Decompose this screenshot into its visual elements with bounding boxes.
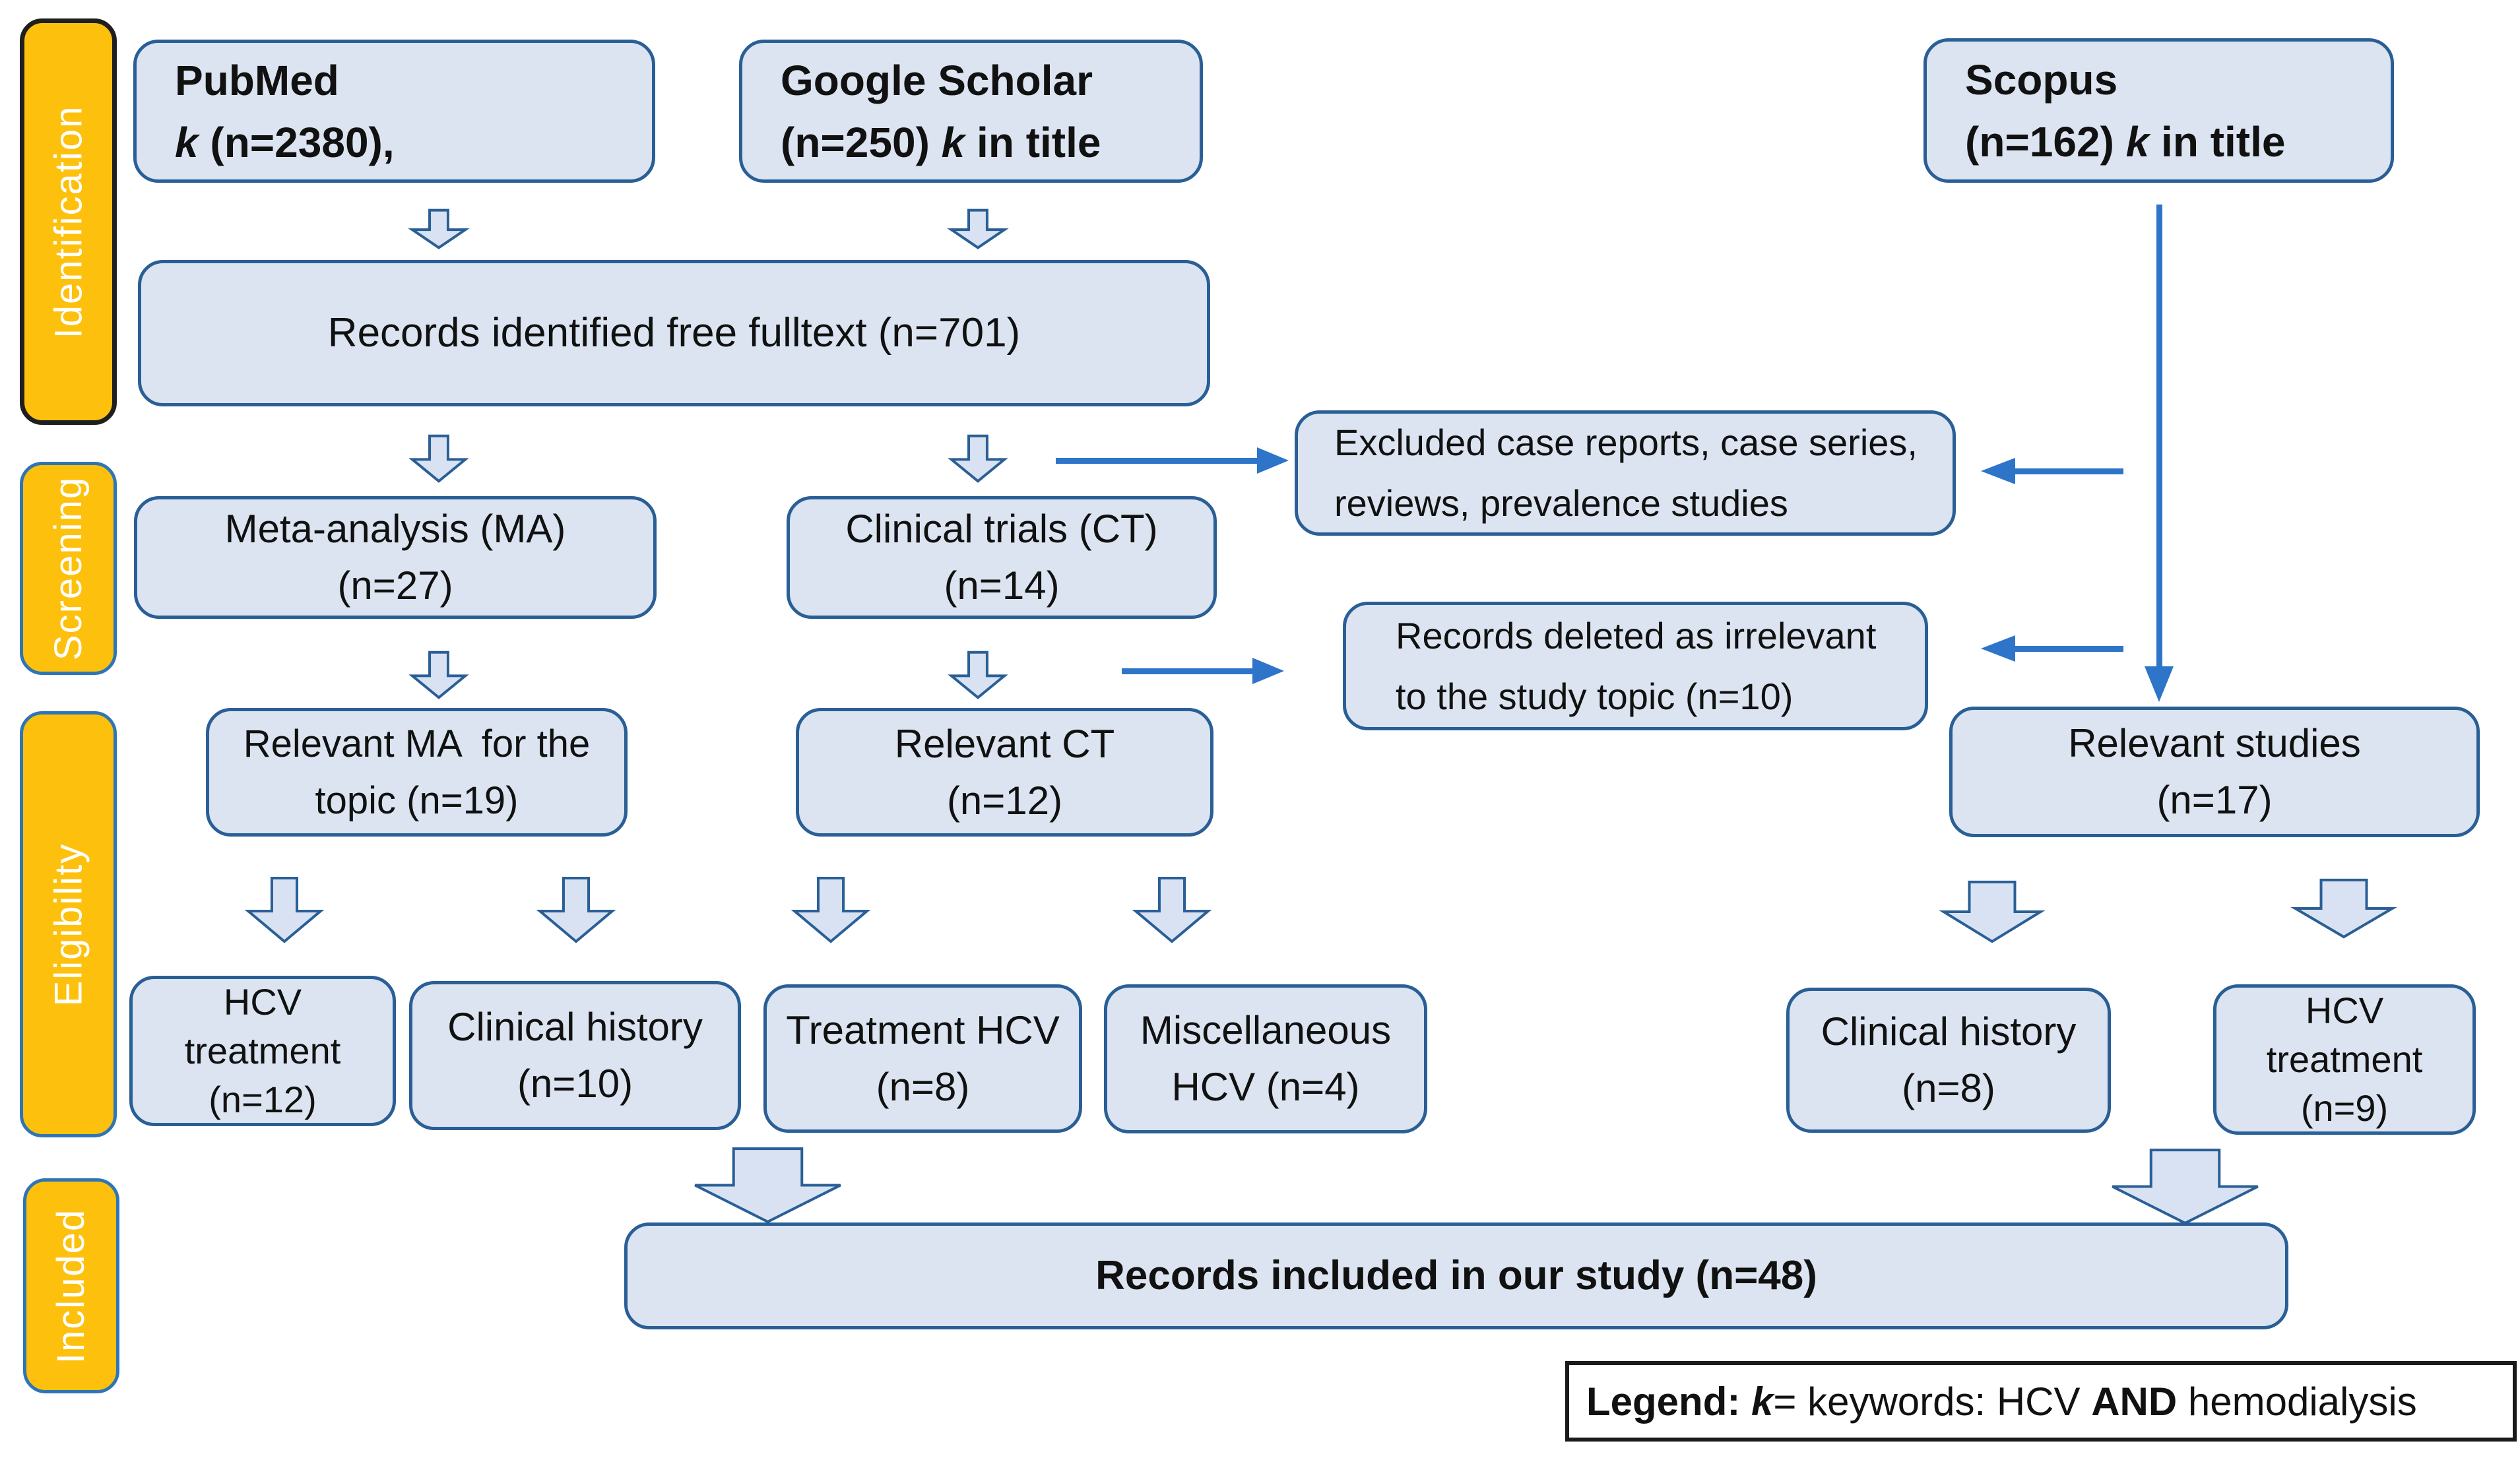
- records-included-text: Records included in our study (n=48): [1095, 1253, 1817, 1298]
- stage-identification: Identification: [20, 18, 117, 425]
- box-relevant-ct: Relevant CT (n=12): [796, 708, 1213, 837]
- box-clinical-history-left: Clinical history (n=10): [409, 981, 741, 1130]
- box-relevant-ma: Relevant MA for the topic (n=19): [206, 708, 628, 837]
- stage-screening: Screening: [20, 462, 117, 675]
- clinical-history-right-line2: (n=8): [1902, 1066, 1995, 1110]
- records-identified-text: Records identified free fulltext (n=701): [327, 310, 1021, 356]
- arrow-records-to-meta-icon: [412, 435, 466, 482]
- hcv-treatment-right-line2: treatment: [2266, 1038, 2423, 1080]
- scopus-title: Scopus: [1965, 55, 2118, 104]
- pubmed-title: PubMed: [175, 56, 339, 104]
- arrow-pubmed-to-records-icon: [412, 210, 466, 248]
- box-clinical-trials: Clinical trials (CT) (n=14): [787, 496, 1217, 619]
- box-excluded: Excluded case reports, case series, revi…: [1295, 410, 1956, 536]
- relevant-ma-line2: topic (n=19): [315, 778, 519, 822]
- legend-title: Legend:: [1586, 1379, 1751, 1424]
- box-records-identified: Records identified free fulltext (n=701): [138, 260, 1210, 406]
- arrow-scopus-to-deleted-icon: [1981, 635, 2123, 662]
- arrow-to-clinical-history-right-icon: [1943, 881, 2042, 942]
- relevant-studies-line2: (n=17): [2156, 778, 2273, 822]
- arrow-records-to-ct-icon: [951, 435, 1005, 482]
- box-meta-analysis: Meta-analysis (MA) (n=27): [134, 496, 657, 619]
- hcv-treatment-left-line1: HCV: [223, 981, 302, 1023]
- excluded-line2: reviews, prevalence studies: [1334, 482, 1788, 524]
- arrow-scopus-to-excluded-icon: [1981, 458, 2123, 484]
- arrow-ct-to-relevant-ct-icon: [951, 652, 1005, 698]
- google-scholar-count: (n=250) k in title: [781, 118, 1101, 166]
- box-scopus: Scopus (n=162) k in title: [1923, 38, 2394, 183]
- clinical-trials-line1: Clinical trials (CT): [845, 507, 1158, 551]
- box-google-scholar: Google Scholar (n=250) k in title: [739, 40, 1203, 183]
- clinical-history-left-line1: Clinical history: [447, 1005, 703, 1049]
- legend-k: k: [1751, 1379, 1774, 1424]
- arrow-right-group-to-included-icon: [2111, 1149, 2259, 1224]
- arrow-records-to-excluded-icon: [1056, 447, 1289, 474]
- stage-eligibility: Eligibility: [20, 711, 117, 1137]
- relevant-ct-line2: (n=12): [946, 778, 1063, 823]
- box-records-included: Records included in our study (n=48): [624, 1222, 2288, 1329]
- hcv-treatment-right-line3: (n=9): [2300, 1087, 2389, 1129]
- miscellaneous-hcv-line2: HCV (n=4): [1171, 1065, 1360, 1109]
- box-hcv-treatment-right: HCV treatment (n=9): [2213, 984, 2476, 1135]
- arrow-meta-to-relevant-ma-icon: [412, 652, 466, 698]
- meta-analysis-line2: (n=27): [337, 563, 453, 608]
- clinical-trials-line2: (n=14): [944, 563, 1060, 608]
- relevant-studies-line1: Relevant studies: [2068, 721, 2361, 765]
- records-deleted-line1: Records deleted as irrelevant: [1396, 614, 1877, 656]
- arrow-left-group-to-included-icon: [694, 1148, 842, 1222]
- legend-box: Legend: k= keywords: HCV AND hemodialysi…: [1565, 1361, 2517, 1442]
- hcv-treatment-left-line3: (n=12): [209, 1079, 317, 1120]
- google-scholar-title: Google Scholar: [781, 56, 1093, 104]
- arrow-to-hcv-treatment-right-icon: [2294, 879, 2393, 937]
- box-records-deleted: Records deleted as irrelevant to the stu…: [1343, 602, 1928, 730]
- clinical-history-left-line2: (n=10): [517, 1062, 633, 1106]
- box-miscellaneous-hcv: Miscellaneous HCV (n=4): [1104, 984, 1427, 1133]
- relevant-ma-line1: Relevant MA for the: [243, 722, 591, 765]
- legend-tail: hemodialysis: [2177, 1379, 2417, 1424]
- stage-identification-label: Identification: [47, 105, 90, 338]
- stage-screening-label: Screening: [47, 476, 90, 661]
- box-hcv-treatment-left: HCV treatment (n=12): [129, 976, 396, 1126]
- miscellaneous-hcv-line1: Miscellaneous: [1140, 1008, 1392, 1052]
- records-deleted-line2: to the study topic (n=10): [1396, 675, 1793, 717]
- box-treatment-hcv: Treatment HCV (n=8): [763, 984, 1082, 1133]
- hcv-treatment-left-line2: treatment: [184, 1030, 341, 1071]
- arrow-relevant-ct-to-deleted-icon: [1122, 658, 1284, 684]
- arrow-to-clinical-history-left-icon: [539, 877, 613, 942]
- scopus-count: (n=162) k in title: [1965, 117, 2286, 166]
- arrow-scopus-to-relevant-studies-icon: [2145, 205, 2174, 702]
- arrow-google-to-records-icon: [951, 210, 1005, 248]
- stage-included-label: Included: [49, 1208, 93, 1364]
- legend-and: AND: [2091, 1379, 2178, 1424]
- arrow-to-treatment-hcv-icon: [794, 877, 868, 942]
- pubmed-count: k (n=2380),: [175, 118, 395, 166]
- clinical-history-right-line1: Clinical history: [1821, 1009, 2077, 1054]
- box-clinical-history-right: Clinical history (n=8): [1786, 988, 2111, 1133]
- hcv-treatment-right-line1: HCV: [2305, 990, 2384, 1031]
- box-pubmed: PubMed k (n=2380),: [133, 40, 655, 183]
- stage-included: Included: [23, 1178, 119, 1393]
- stage-eligibility-label: Eligibility: [47, 842, 90, 1006]
- relevant-ct-line1: Relevant CT: [894, 721, 1115, 766]
- box-relevant-studies: Relevant studies (n=17): [1949, 707, 2480, 837]
- arrow-to-hcv-treatment-left-icon: [247, 877, 321, 942]
- meta-analysis-line1: Meta-analysis (MA): [224, 507, 566, 551]
- excluded-line1: Excluded case reports, case series,: [1334, 422, 1918, 463]
- legend-eq: = keywords: HCV: [1773, 1379, 2092, 1424]
- treatment-hcv-line1: Treatment HCV: [786, 1007, 1060, 1052]
- treatment-hcv-line2: (n=8): [876, 1064, 970, 1109]
- arrow-to-miscellaneous-hcv-icon: [1135, 877, 1209, 942]
